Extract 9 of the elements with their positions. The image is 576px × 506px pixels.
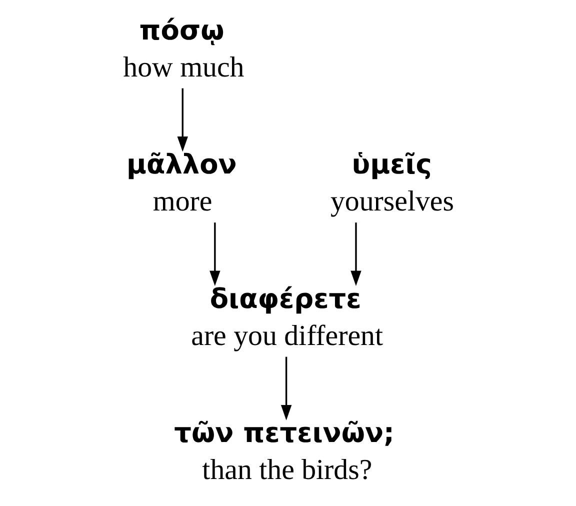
- node-text: διαφέρετε are you different: [191, 284, 383, 352]
- arrow: [177, 88, 188, 152]
- node-text: πόσῳ how much: [123, 15, 244, 84]
- arrow: [350, 222, 362, 286]
- arrow: [280, 356, 292, 420]
- node-text: ὑμεῖς yourselves: [330, 150, 454, 218]
- arrow: [210, 222, 220, 286]
- node-text: τῶν πετεινῶν; than the birds?: [174, 418, 394, 486]
- node-text: μᾶλλον more: [126, 150, 237, 218]
